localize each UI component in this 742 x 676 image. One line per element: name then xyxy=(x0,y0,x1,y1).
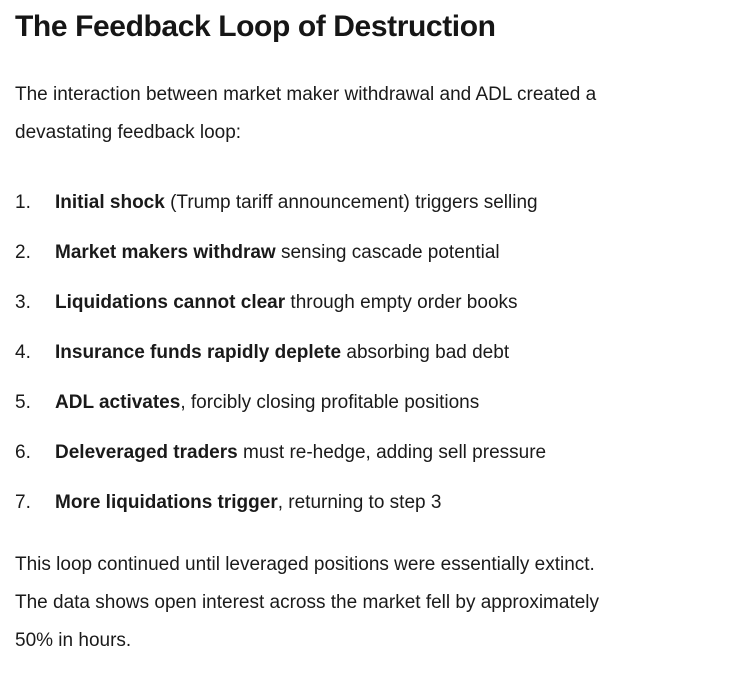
list-item-lead: Market makers withdraw xyxy=(55,242,276,263)
list-item-rest: , forcibly closing profitable positions xyxy=(180,392,480,413)
list-item-number: 7. xyxy=(15,492,31,513)
list-item-number: 2. xyxy=(15,242,31,263)
list-item-number: 6. xyxy=(15,442,31,463)
list-item-rest: sensing cascade potential xyxy=(275,242,500,263)
list-item-rest: must re-hedge, adding sell pressure xyxy=(237,442,547,463)
list-item-rest: , returning to step 3 xyxy=(277,492,442,513)
list-item-text: Insurance funds rapidly deplete absorbin… xyxy=(55,334,509,372)
list-item-rest: absorbing bad debt xyxy=(341,342,510,363)
list-item-lead: Liquidations cannot clear xyxy=(55,292,286,313)
outro-line: 50% in hours. xyxy=(15,630,132,651)
list-item-number: 4. xyxy=(15,342,31,363)
list-item-lead: Insurance funds rapidly deplete xyxy=(55,342,342,363)
list-item: 4. Insurance funds rapidly deplete absor… xyxy=(15,334,712,372)
list-item: 5. ADL activates, forcibly closing profi… xyxy=(15,384,712,422)
feedback-loop-list: 1. Initial shock (Trump tariff announcem… xyxy=(15,184,712,522)
list-item: 3. Liquidations cannot clear through emp… xyxy=(15,284,712,322)
list-item-number: 3. xyxy=(15,292,31,313)
list-item-rest: through empty order books xyxy=(285,292,518,313)
outro-line: This loop continued until leveraged posi… xyxy=(15,554,595,575)
list-item-text: More liquidations trigger, returning to … xyxy=(55,484,441,522)
intro-line: The interaction between market maker wit… xyxy=(15,84,597,105)
outro-paragraph: This loop continued until leveraged posi… xyxy=(15,546,712,660)
list-item-rest: (Trump tariff announcement) triggers sel… xyxy=(164,192,538,213)
list-item-text: Market makers withdraw sensing cascade p… xyxy=(55,234,500,272)
list-item-lead: ADL activates xyxy=(55,392,181,413)
list-item: 1. Initial shock (Trump tariff announcem… xyxy=(15,184,712,222)
list-item-number: 1. xyxy=(15,192,31,213)
list-item-text: ADL activates, forcibly closing profitab… xyxy=(55,384,479,422)
list-item-number: 5. xyxy=(15,392,31,413)
list-item: 7. More liquidations trigger, returning … xyxy=(15,484,712,522)
page-title: The Feedback Loop of Destruction xyxy=(15,10,496,43)
outro-line: The data shows open interest across the … xyxy=(15,592,600,613)
list-item-lead: More liquidations trigger xyxy=(55,492,278,513)
intro-paragraph: The interaction between market maker wit… xyxy=(15,76,712,152)
list-item-text: Liquidations cannot clear through empty … xyxy=(55,284,518,322)
list-item-text: Deleveraged traders must re-hedge, addin… xyxy=(55,434,546,472)
list-item: 2. Market makers withdraw sensing cascad… xyxy=(15,234,712,272)
list-item: 6. Deleveraged traders must re-hedge, ad… xyxy=(15,434,712,472)
intro-line: devastating feedback loop: xyxy=(15,122,242,143)
article-section: The Feedback Loop of Destruction The int… xyxy=(15,10,712,660)
list-item-text: Initial shock (Trump tariff announcement… xyxy=(55,184,538,222)
list-item-lead: Deleveraged traders xyxy=(55,442,238,463)
list-item-lead: Initial shock xyxy=(55,192,165,213)
